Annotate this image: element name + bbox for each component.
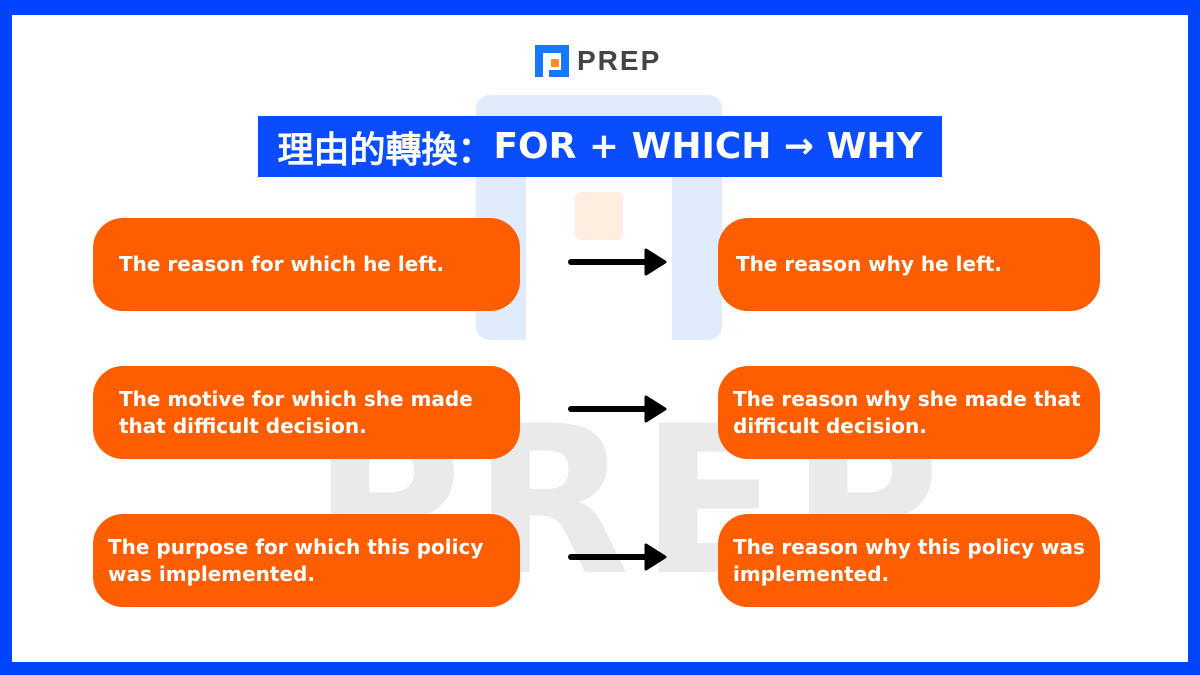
title-chinese: 理由的轉換： bbox=[277, 129, 494, 171]
arrow-right-icon bbox=[568, 543, 667, 571]
title-formula: FOR + WHICH → WHY bbox=[493, 126, 923, 167]
original-phrase-3: The purpose for which this policy was im… bbox=[93, 514, 520, 607]
original-phrase-1: The reason for which he left. bbox=[93, 218, 520, 311]
prep-logo: PREP bbox=[535, 45, 661, 77]
page-title: 理由的轉換： FOR + WHICH → WHY bbox=[258, 116, 942, 177]
converted-phrase-3: The reason why this policy was implement… bbox=[718, 514, 1100, 607]
converted-phrase-2: The reason why she made that difficult d… bbox=[718, 366, 1100, 459]
original-phrase-2: The motive for which she made that diffi… bbox=[93, 366, 520, 459]
prep-logo-icon bbox=[535, 45, 569, 77]
arrow-right-icon bbox=[568, 395, 667, 423]
watermark-logo-dot bbox=[575, 192, 623, 240]
slide-frame: PREP PREP 理由的轉換： FOR + WHICH → WHY The r… bbox=[12, 15, 1188, 662]
arrow-right-icon bbox=[568, 248, 667, 276]
logo-text: PREP bbox=[577, 45, 662, 76]
converted-phrase-1: The reason why he left. bbox=[718, 218, 1100, 311]
